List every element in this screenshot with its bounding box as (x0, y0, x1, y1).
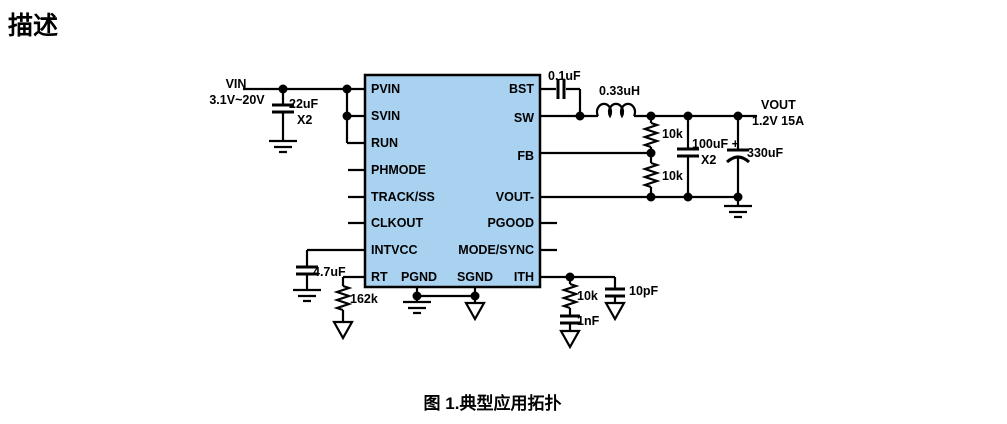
fb-bottom-resistor-symbol (641, 161, 661, 189)
pin-label-pgnd: PGND (401, 270, 437, 284)
bst-capacitor-symbol (556, 79, 566, 99)
vin-label: VIN (226, 77, 247, 91)
pin-label-ith: ITH (514, 270, 534, 284)
page-title: 描述 (8, 12, 59, 40)
output-cap1-label: 100uF + (692, 137, 739, 151)
output-earth-ground-icon (724, 204, 752, 219)
fb-top-resistor-label: 10k (662, 127, 683, 141)
fb-top-resistor-symbol (641, 121, 661, 149)
ic-left-pin-labels: PVIN SVIN RUN PHMODE TRACK/SS CLKOUT INT… (371, 82, 435, 284)
pgnd-earth-ground-icon (403, 300, 431, 315)
vout-label: VOUT (761, 98, 796, 112)
pin-label-bst: BST (509, 82, 534, 96)
ith-signal-ground-icon (559, 329, 581, 350)
junction-dots (278, 84, 743, 301)
intvcc-cap-label: 4.7uF (313, 265, 346, 279)
pin-label-modesync: MODE/SYNC (458, 243, 534, 257)
ith-cap-label: 1nF (577, 314, 600, 328)
output-cap2-symbol (725, 148, 751, 164)
ith-comp-cap-label: 10pF (629, 284, 659, 298)
input-earth-ground-icon (269, 139, 297, 154)
pin-label-pvin: PVIN (371, 82, 400, 96)
pin-label-clkout: CLKOUT (371, 216, 423, 230)
pin-label-intvcc: INTVCC (371, 243, 418, 257)
output-cap1-symbol (677, 147, 699, 158)
pin-label-sgnd: SGND (457, 270, 493, 284)
input-cap-qty-label: X2 (297, 113, 312, 127)
ic-block[interactable] (363, 73, 542, 289)
pin-label-fb: FB (517, 149, 534, 163)
pin-label-pgood: PGOOD (487, 216, 534, 230)
pin-label-voutm: VOUT- (496, 190, 534, 204)
inductor-label: 0.33uH (599, 84, 640, 98)
pin-label-rt: RT (371, 270, 388, 284)
ith-resistor-label: 10k (577, 289, 598, 303)
figure-caption: 图 1.典型应用拓扑 (423, 394, 562, 413)
rt-signal-ground-icon (332, 320, 354, 341)
pin-label-trackss: TRACK/SS (371, 190, 435, 204)
ic-right-pin-labels: BST SW FB VOUT- PGOOD MODE/SYNC ITH (458, 82, 534, 284)
sgnd-signal-ground-icon (464, 301, 486, 322)
output-cap2-label: 330uF (747, 146, 783, 160)
vin-range-label: 3.1V~20V (209, 93, 265, 107)
rt-resistor-symbol (333, 284, 353, 312)
ith-comp-capacitor-symbol (605, 287, 625, 298)
rt-resistor-label: 162k (350, 292, 378, 306)
ic-bottom-pin-labels: PGND SGND (401, 270, 493, 284)
ith-capacitor-symbol (560, 314, 580, 325)
pin-label-run: RUN (371, 136, 398, 150)
intvcc-earth-ground-icon (293, 288, 321, 303)
input-cap-label: 22uF (289, 97, 319, 111)
ith-resistor-symbol (560, 282, 580, 310)
inductor-symbol (595, 102, 637, 119)
output-cap1-qty-label: X2 (701, 153, 716, 167)
pin-label-sw: SW (514, 111, 534, 125)
ith-comp-signal-ground-icon (604, 301, 626, 322)
pin-label-phmode: PHMODE (371, 163, 426, 177)
vout-rating-label: 1.2V 15A (752, 114, 804, 128)
bst-cap-label: 0.1uF (548, 69, 581, 83)
pin-label-svin: SVIN (371, 109, 400, 123)
intvcc-capacitor-symbol (296, 265, 318, 276)
fb-bottom-resistor-label: 10k (662, 169, 683, 183)
